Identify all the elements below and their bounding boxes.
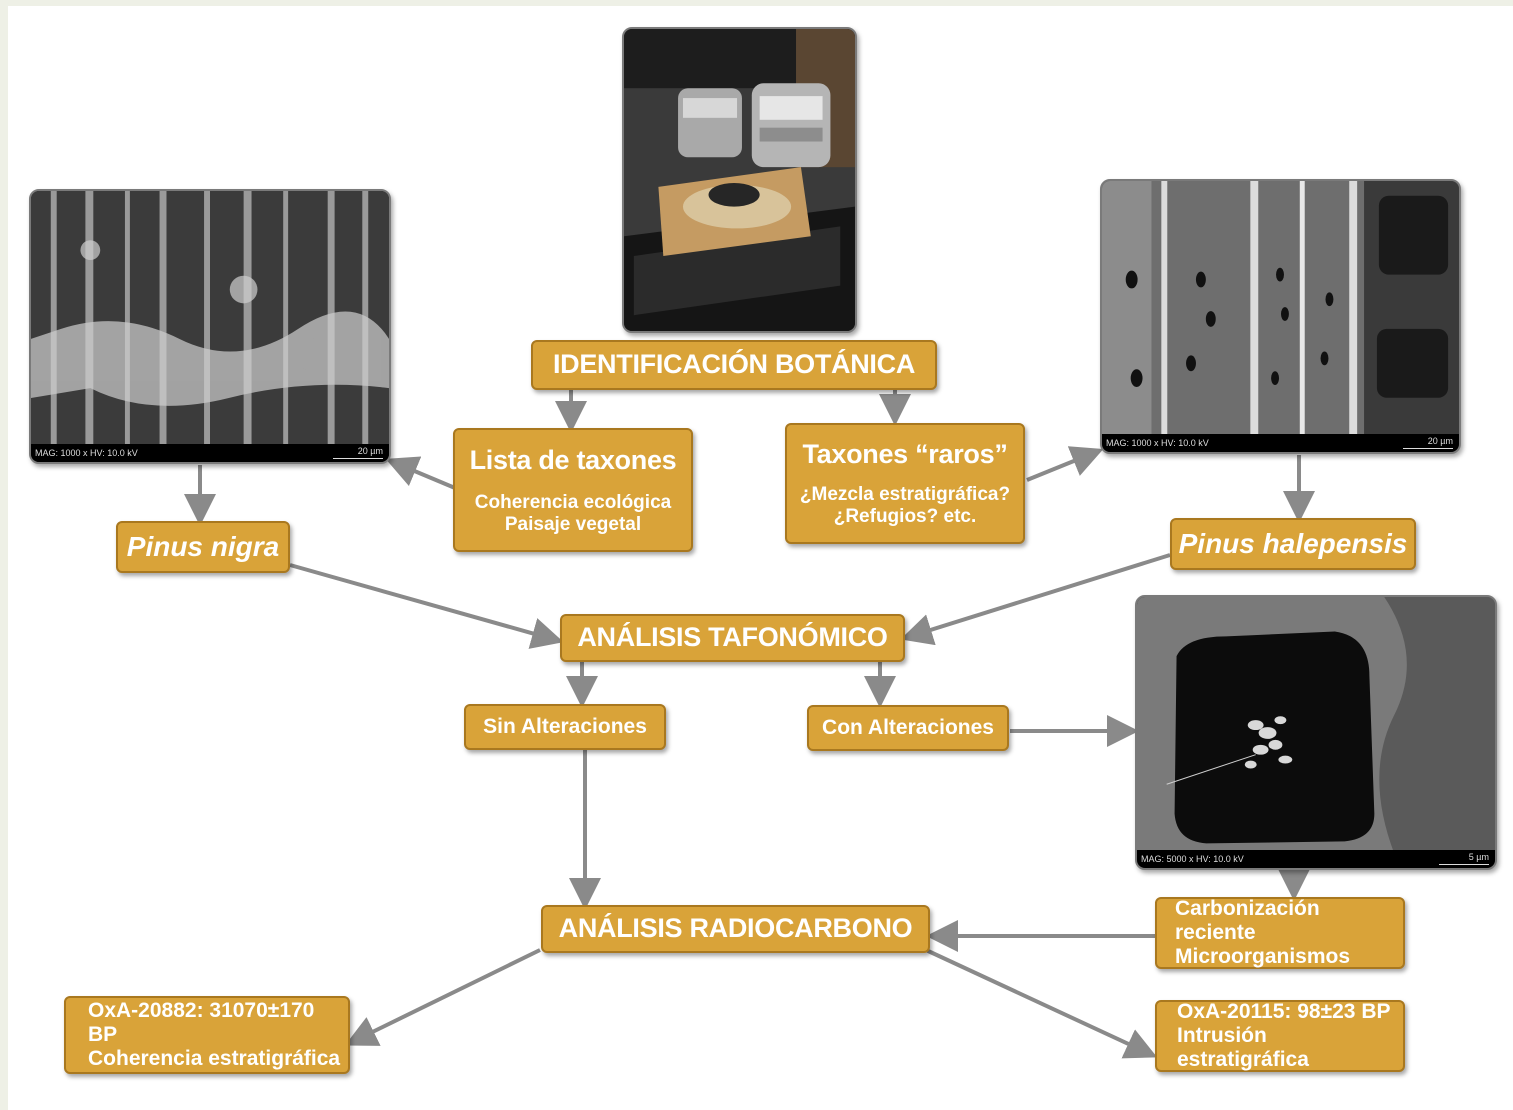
node-label: ANÁLISIS RADIOCARBONO <box>558 913 913 944</box>
node-identificacion-botanica: IDENTIFICACIÓN BOTÁNICA <box>531 340 937 390</box>
node-title: Taxones “raros” <box>802 439 1008 470</box>
node-label: Con Alteraciones <box>822 715 994 739</box>
scale-label: 20 µm <box>1427 436 1453 446</box>
node-line: Carbonización reciente <box>1175 896 1320 944</box>
node-line: ¿Refugios? etc. <box>833 506 977 528</box>
node-label: Pinus nigra <box>126 530 280 562</box>
node-label: Sin Alteraciones <box>483 714 647 738</box>
node-carbonizacion: Carbonización reciente Microorganismos <box>1155 897 1405 969</box>
node-analisis-radiocarbono: ANÁLISIS RADIOCARBONO <box>541 905 930 953</box>
sem-caption: MAG: 5000 x HV: 10.0 kV <box>1141 854 1244 864</box>
scale-line <box>333 458 383 459</box>
sem-image-alteraciones: MAG: 5000 x HV: 10.0 kV 5 µm <box>1135 595 1497 870</box>
node-line: OxA-20115: 98±23 BP <box>1177 999 1391 1023</box>
node-pinus-nigra: Pinus nigra <box>116 521 290 573</box>
sem-image-pinus-nigra: MAG: 1000 x HV: 10.0 kV 20 µm <box>29 189 391 464</box>
node-line: Microorganismos <box>1175 945 1351 969</box>
node-label: ANÁLISIS TAFONÓMICO <box>577 622 888 653</box>
node-title: Lista de taxones <box>469 444 677 475</box>
scale-label: 20 µm <box>357 446 383 456</box>
node-analisis-tafonomico: ANÁLISIS TAFONÓMICO <box>560 614 905 662</box>
node-oxa-20115: OxA-20115: 98±23 BP Intrusión estratigrá… <box>1155 1000 1405 1072</box>
scale-bar: 20 µm <box>333 447 383 459</box>
node-taxones-raros: Taxones “raros” ¿Mezcla estratigráfica? … <box>785 423 1025 544</box>
node-line: Paisaje vegetal <box>504 513 642 535</box>
node-sin-alteraciones: Sin Alteraciones <box>464 704 666 750</box>
sem-caption: MAG: 1000 x HV: 10.0 kV <box>35 448 138 458</box>
scale-label: 5 µm <box>1468 852 1489 862</box>
scale-line <box>1439 864 1489 865</box>
node-label: IDENTIFICACIÓN BOTÁNICA <box>552 349 916 380</box>
scale-bar: 20 µm <box>1403 437 1453 449</box>
sem-info-bar: MAG: 1000 x HV: 10.0 kV 20 µm <box>31 444 389 462</box>
sem-info-bar: MAG: 5000 x HV: 10.0 kV 5 µm <box>1137 850 1495 868</box>
node-line: Coherencia ecológica <box>474 491 672 513</box>
node-pinus-halepensis: Pinus halepensis <box>1170 518 1416 570</box>
node-con-alteraciones: Con Alteraciones <box>807 705 1009 751</box>
sem-caption: MAG: 1000 x HV: 10.0 kV <box>1106 438 1209 448</box>
node-label: Pinus halepensis <box>1178 527 1408 559</box>
scale-bar: 5 µm <box>1439 853 1489 865</box>
sem-info-bar: MAG: 1000 x HV: 10.0 kV 20 µm <box>1102 434 1459 452</box>
node-lista-taxones: Lista de taxones Coherencia ecológica Pa… <box>453 428 693 552</box>
node-oxa-20882: OxA-20882: 31070±170 BP Coherencia estra… <box>64 996 350 1074</box>
node-line: OxA-20882: 31070±170 BP <box>88 998 315 1046</box>
sem-image-pinus-halepensis: MAG: 1000 x HV: 10.0 kV 20 µm <box>1100 179 1461 454</box>
scale-line <box>1403 448 1453 449</box>
node-line: ¿Mezcla estratigráfica? <box>799 484 1011 506</box>
microscope-photo <box>622 27 857 333</box>
node-line: Intrusión estratigráfica <box>1177 1023 1309 1072</box>
node-line: Coherencia estratigráfica <box>88 1047 341 1071</box>
